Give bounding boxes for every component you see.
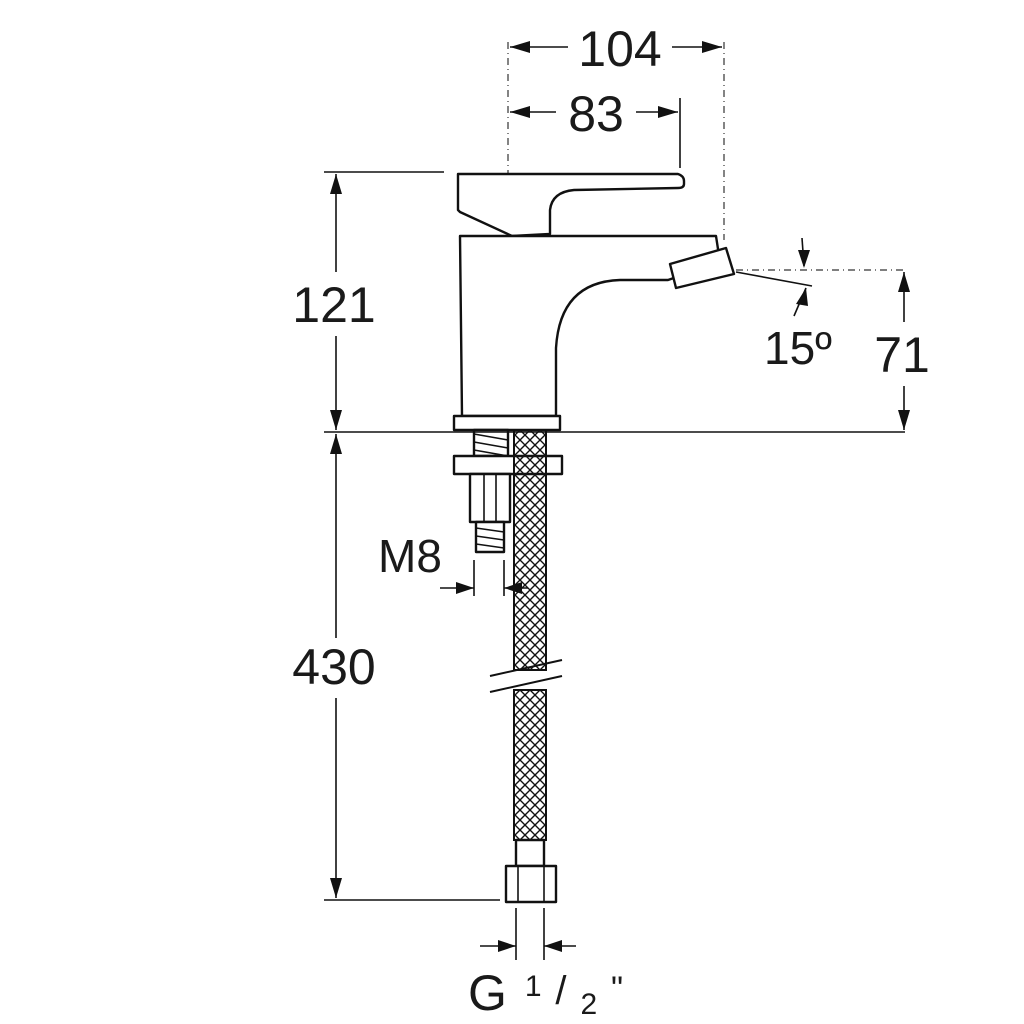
dimension-104-label: 104 (578, 21, 661, 77)
dimension-71-label: 71 (874, 327, 930, 383)
dimension-430-label: 430 (292, 639, 375, 695)
dimension-121-label: 121 (292, 277, 375, 333)
flex-hose (489, 429, 563, 904)
dimension-hose-length: 430 (292, 434, 376, 898)
extension-lines (324, 98, 905, 960)
dimension-spout-angle: 15º (735, 237, 832, 374)
connector-fraction-numerator: 1 (525, 970, 542, 1003)
connector-fraction-denominator: 2 (580, 988, 597, 1021)
dimension-width-top: 104 (510, 21, 722, 77)
connector-letter: G (468, 965, 507, 1021)
dimension-height-body: 121 (292, 174, 376, 430)
dimension-connector: G 1 / 2 " (468, 940, 623, 1024)
faucet-body (452, 172, 736, 432)
dimension-83-label: 83 (568, 86, 624, 142)
dimension-width-lever: 83 (510, 86, 678, 142)
dimension-thread: M8 (378, 530, 528, 594)
connector-inch-mark: " (611, 970, 623, 1008)
dimension-spout-height: 71 (874, 272, 930, 430)
dimension-m8-label: M8 (378, 530, 442, 582)
connector-fraction-slash: / (555, 969, 567, 1013)
dimension-15-label: 15º (764, 322, 832, 374)
connector-label: G 1 / 2 " (468, 951, 623, 1024)
